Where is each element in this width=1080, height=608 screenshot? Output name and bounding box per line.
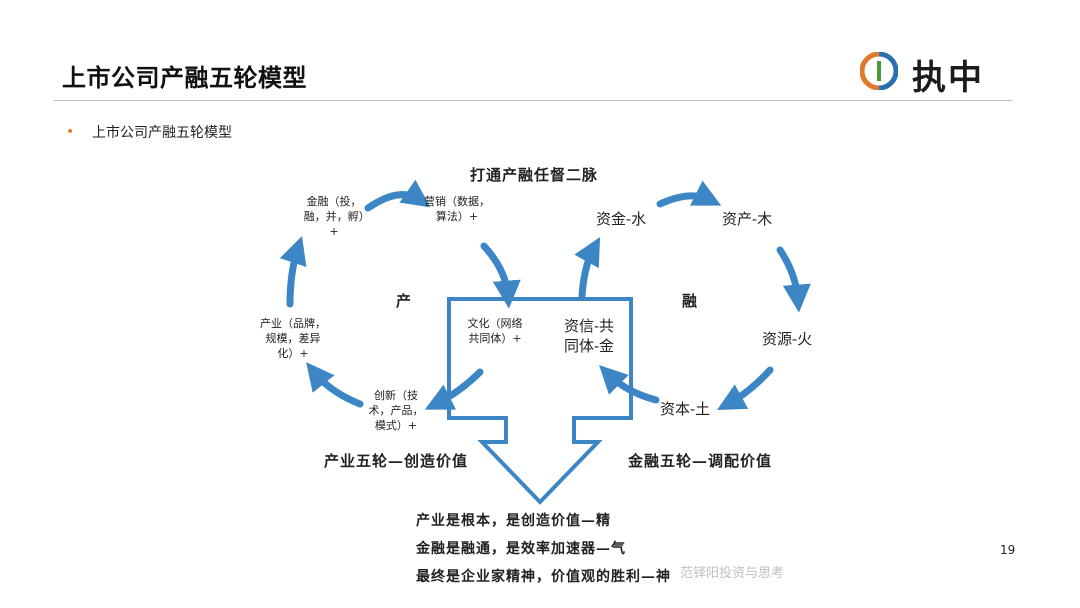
arrow-industry-to-finance xyxy=(279,236,307,308)
arrow-finance-to-marketing xyxy=(364,179,431,212)
conclusion-line-2: 金融是融通，是效率加速器—气 xyxy=(416,541,626,557)
node-water: 资金-水 xyxy=(596,210,647,228)
arrow-culture-to-innovation xyxy=(424,368,484,410)
node-marketing: 营销（数据，算法）+ xyxy=(424,195,490,223)
brand-logo: 执中 xyxy=(858,48,1008,98)
logo-text: 执中 xyxy=(912,58,984,98)
industry-caption: 产业五轮—创造价值 xyxy=(324,452,469,470)
node-finance: 金融（投，融，并，孵）+ xyxy=(303,195,365,238)
page-number: 19 xyxy=(1000,543,1016,557)
node-wood: 资产-木 xyxy=(722,210,773,228)
arrow-water-to-wood xyxy=(656,180,722,208)
diagram-top-title: 打通产融任督二脉 xyxy=(470,166,599,184)
title-divider xyxy=(54,100,1012,101)
arrow-fire-to-earth xyxy=(716,366,774,411)
industry-center-label: 产 xyxy=(396,292,412,310)
arrow-metal-to-water xyxy=(574,236,601,300)
node-innovation: 创新（技术，产品，模式）+ xyxy=(368,389,424,432)
bullet-dot: • xyxy=(66,124,75,140)
capital-center-label: 融 xyxy=(682,292,698,310)
node-culture: 文化（网络共同体）+ xyxy=(467,317,523,345)
arrow-innovation-to-industry xyxy=(306,362,364,408)
logo-mark-icon xyxy=(860,52,898,90)
down-arrow-outline xyxy=(447,297,633,505)
bullet-text: 上市公司产融五轮模型 xyxy=(92,125,232,141)
watermark: 范铎阳投资与思考 xyxy=(680,566,785,581)
arrow-marketing-to-culture xyxy=(480,242,521,309)
conclusion-line-1: 产业是根本，是创造价值—精 xyxy=(416,513,611,529)
node-industry: 产业（品牌，规模，差异化）+ xyxy=(260,317,326,360)
capital-caption: 金融五轮—调配价值 xyxy=(628,452,773,470)
node-earth: 资本-土 xyxy=(660,400,711,418)
conclusion-line-3: 最终是企业家精神，价值观的胜利—神 xyxy=(416,569,671,585)
node-metal: 资信-共同体-金 xyxy=(563,317,615,355)
node-fire: 资源-火 xyxy=(762,330,813,348)
arrow-wood-to-fire xyxy=(776,246,811,313)
page-title: 上市公司产融五轮模型 xyxy=(62,64,307,92)
